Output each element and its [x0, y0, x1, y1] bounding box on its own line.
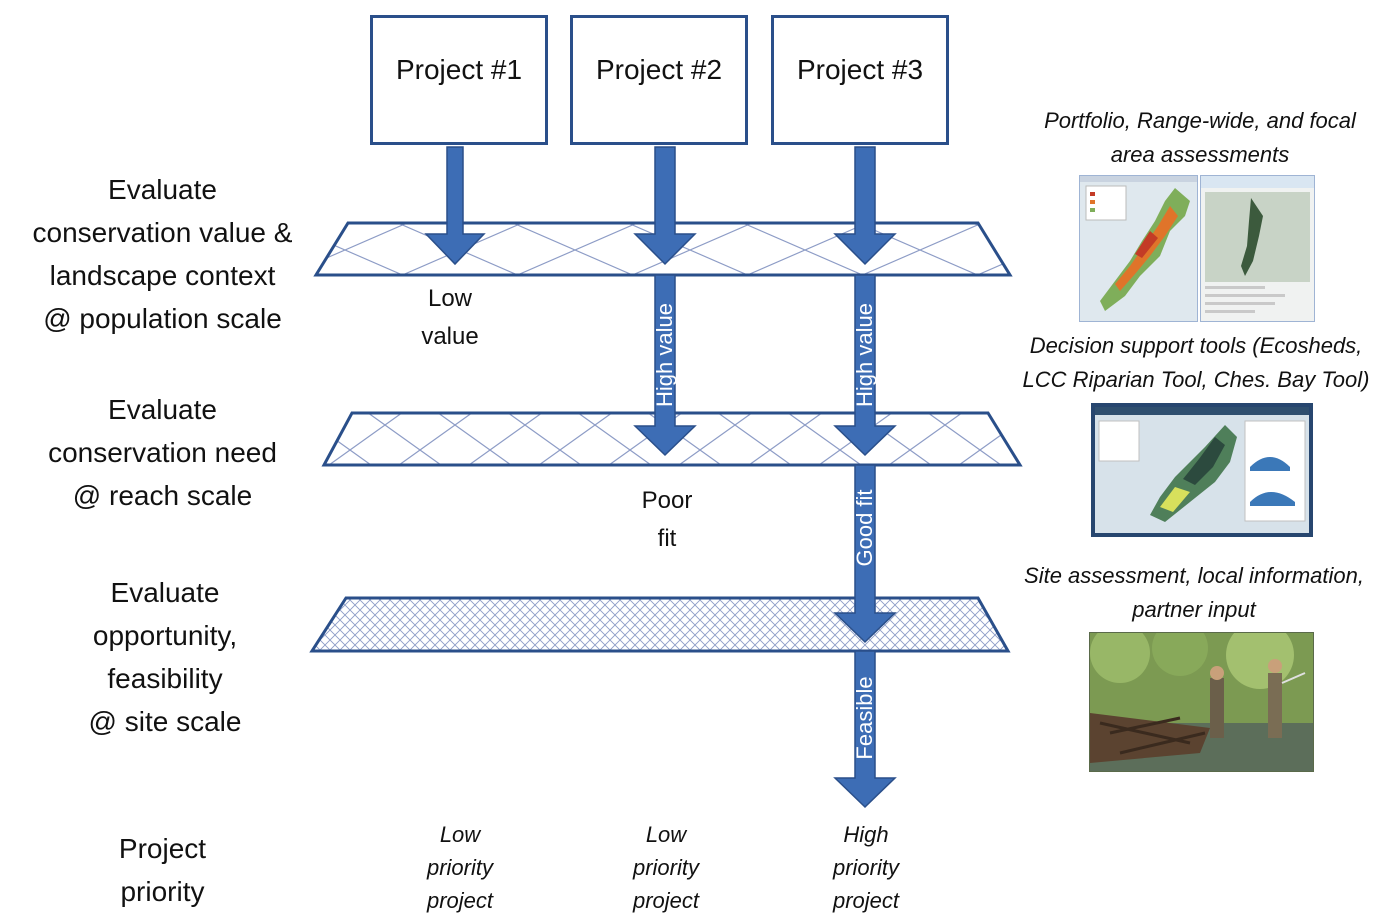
site-stage-label: Evaluate opportunity, feasibility @ site…	[88, 577, 242, 737]
site-photo	[1089, 632, 1314, 772]
high-value-label-2: High value	[652, 303, 677, 407]
project1-arrow	[424, 146, 486, 266]
range-map-image	[1080, 176, 1197, 321]
project2-arrow-2	[633, 274, 697, 457]
reach-stage-label: Evaluate conservation need @ reach scale	[48, 394, 277, 511]
site-caption: Site assessment, local information, part…	[1024, 563, 1364, 622]
high-value-label-3: High value	[852, 303, 877, 407]
project3-arrow-3	[833, 464, 897, 644]
tools-caption: Decision support tools (Ecosheds, LCC Ri…	[1022, 333, 1370, 392]
project-1-label: Project #1	[395, 54, 523, 85]
low-value-note: Low value	[421, 285, 479, 350]
priority-project-2: Low priority project	[632, 822, 700, 913]
site-scale-filter	[309, 596, 1011, 653]
decision-tool-image	[1095, 407, 1309, 533]
good-fit-label: Good fit	[852, 489, 877, 566]
project3-arrow-4	[833, 650, 897, 809]
project3-arrow-1	[833, 146, 897, 266]
priority-project-3: High priority project	[832, 822, 900, 913]
site-photo-image	[1090, 633, 1313, 771]
project2-arrow-1	[633, 146, 697, 266]
priority-stage-label: Project priority	[118, 833, 207, 907]
focal-area-map-image	[1201, 176, 1314, 313]
population-stage-label: Evaluate conservation value & landscape …	[32, 174, 293, 334]
poor-fit-note: Poor fit	[641, 487, 693, 552]
decision-tool-screenshot	[1091, 403, 1313, 537]
project-2-label: Project #2	[595, 54, 723, 85]
assessments-caption: Portfolio, Range-wide, and focal area as…	[1044, 108, 1356, 167]
project-3-box: Project #3	[771, 15, 949, 145]
range-map-thumbnail	[1079, 175, 1198, 322]
project-2-box: Project #2	[570, 15, 748, 145]
project-3-label: Project #3	[796, 54, 924, 85]
project-1-box: Project #1	[370, 15, 548, 145]
focal-area-map-thumbnail	[1200, 175, 1315, 322]
priority-project-1: Low priority project	[426, 822, 494, 913]
feasible-label: Feasible	[852, 676, 877, 759]
project3-arrow-2	[833, 274, 897, 457]
